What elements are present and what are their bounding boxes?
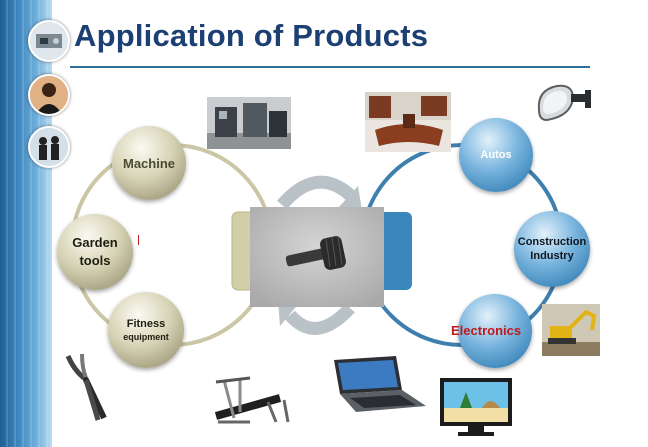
node-fitness: Fitness equipment — [108, 292, 184, 368]
sidebar-thumb-person — [28, 74, 70, 116]
node-construction: Construction Industry — [514, 211, 590, 287]
title-underline — [70, 66, 590, 68]
car-mirror — [533, 80, 595, 126]
pruning-shears — [60, 350, 116, 422]
person-icon — [30, 76, 68, 114]
office-furniture-photo — [365, 92, 451, 152]
center-screw-photo — [250, 207, 384, 307]
car-side-mirror-icon — [537, 84, 591, 122]
cycle-arrow-bottom — [285, 303, 355, 335]
node-electronics — [458, 294, 532, 368]
pruning-shears-icon — [65, 353, 107, 421]
laptop-icon — [334, 356, 426, 412]
node-autos: Autos — [459, 118, 533, 192]
cycle-arrow-top — [277, 175, 355, 210]
sidebar-thumb-people — [28, 126, 70, 168]
excavator-icon — [542, 304, 600, 356]
red-marker — [138, 235, 139, 245]
weight-bench — [210, 372, 296, 428]
tv-monitor-icon — [440, 378, 512, 436]
thumb-screw-icon — [250, 207, 384, 307]
node-electronics-label: Electronics — [451, 323, 522, 338]
tv-monitor — [440, 378, 512, 440]
excavator-photo — [542, 304, 600, 356]
node-machine: Machine — [112, 126, 186, 200]
people-icon — [30, 128, 68, 166]
node-fitness-label-bottom: equipment — [123, 332, 169, 342]
node-autos-label: Autos — [480, 149, 512, 161]
page-title: Application of Products — [74, 18, 429, 53]
laptop — [326, 354, 428, 416]
machine-workshop-icon — [207, 97, 291, 149]
node-machine-label: Machine — [122, 155, 175, 171]
sidebar-thumb-machine — [28, 20, 70, 62]
cycle-arrow-top-head — [338, 186, 362, 210]
node-garden-tools: Garden tools — [57, 214, 133, 290]
weight-bench-icon — [214, 376, 290, 424]
machine-icon — [30, 22, 68, 60]
node-construction-label: Construction Industry — [517, 236, 587, 262]
node-garden-tools-label: Garden tools — [72, 235, 118, 268]
node-fitness-label-top: Fitness — [126, 318, 166, 330]
machine-workshop-photo — [207, 97, 291, 149]
office-furniture-icon — [365, 92, 451, 152]
